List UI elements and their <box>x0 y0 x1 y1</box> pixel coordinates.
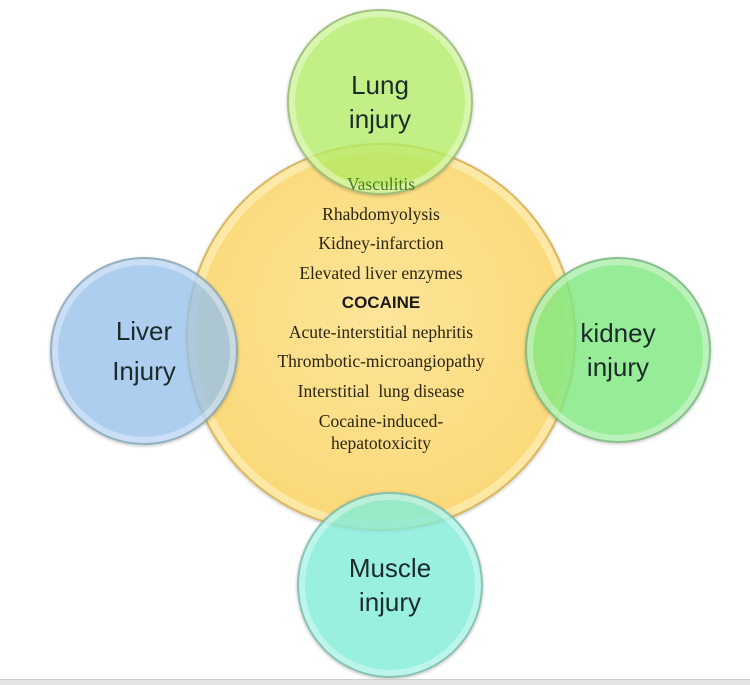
effect-item: Acute-interstitial nephritis <box>288 321 474 342</box>
lung-injury-label-line1: Lung <box>351 70 409 100</box>
effect-item: Rhabdomyolysis <box>322 203 440 224</box>
cocaine-center-circle <box>186 143 576 531</box>
center-title: COCAINE <box>341 293 421 312</box>
lung-injury-circle: Lung injury <box>287 9 473 195</box>
effect-item-line2: hepatotoxicity <box>330 433 432 453</box>
effect-item: Kidney-infarction <box>318 233 444 253</box>
lung-injury-label-line2: injury <box>348 104 412 134</box>
liver-injury-label-line2: Injury <box>112 356 176 386</box>
kidney-injury-label-line1: kidney <box>580 318 656 348</box>
bottom-divider <box>0 679 750 685</box>
liver-injury-label-line1: Liver <box>115 316 173 346</box>
effect-item: Elevated liver enzymes <box>299 262 463 283</box>
effect-item: Vasculitis <box>346 174 416 194</box>
kidney-injury-circle: kidney injury <box>525 257 711 443</box>
muscle-injury-circle: Muscle injury <box>297 492 483 678</box>
muscle-injury-label-line2: injury <box>358 587 422 617</box>
kidney-injury-label-line2: injury <box>586 352 650 382</box>
effect-item-line1: Cocaine-induced- <box>318 411 444 431</box>
muscle-injury-label-line1: Muscle <box>348 553 432 583</box>
effect-item: Thrombotic-microangiopathy <box>277 351 485 371</box>
center-effects-list: Vasculitis Rhabdomyolysis Kidney-infarct… <box>186 170 576 454</box>
effect-item: Interstitial lung disease <box>297 380 465 401</box>
liver-injury-circle: Liver Injury <box>50 257 238 445</box>
